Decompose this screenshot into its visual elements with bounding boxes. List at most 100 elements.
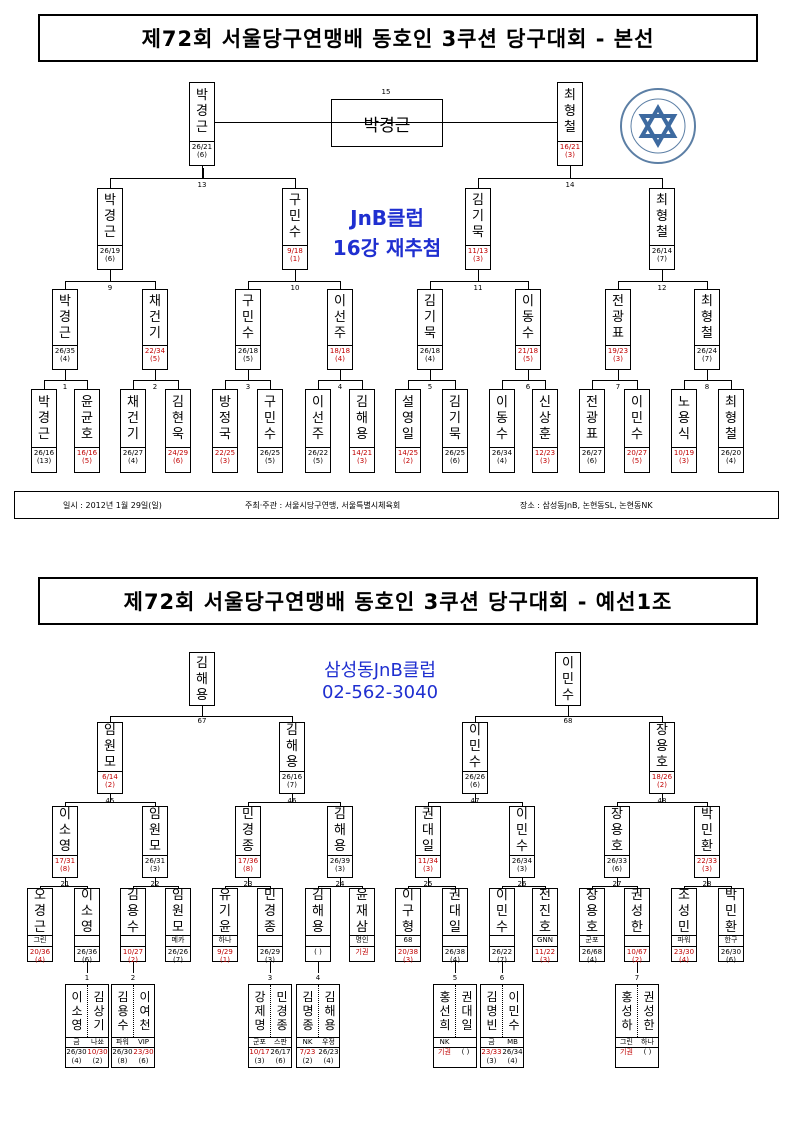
bracket-line [110,716,293,717]
player-name-char: 모 [104,755,116,770]
rank-value: (3) [486,1057,497,1065]
player-name-char: 철 [701,325,713,341]
prelim-title: 제72회 서울당구연맹배 동호인 3쿠션 당구대회 - 예선1조 [38,577,758,625]
bracket-line [662,716,663,726]
bracket-line [528,281,529,293]
rank-value: (2) [105,781,115,789]
player-name-char: 건 [127,410,139,426]
match-number: 11 [473,284,483,292]
bracket-line [618,281,619,293]
bracket-line [133,886,179,887]
score-value: 26/31 [144,857,166,865]
rank-value: (4) [679,956,689,964]
bracket-line [155,878,156,887]
player-score: 20/36(4) [28,946,52,964]
player-score: 19/23(3) [606,345,630,363]
info-venue: 장소 : 삼성동JnB, 논현동SL, 논현동NK [520,500,653,510]
player-name-char: 호 [611,839,623,854]
bracket-line [340,802,341,809]
player-name-char: 표 [612,325,624,341]
bracket-line [248,878,249,887]
match-number: 6 [499,974,505,982]
match-number: 25 [423,880,433,888]
player-name-char: 박 [196,88,208,103]
bracket-line [202,122,571,123]
player-name-char: 박 [104,193,116,208]
player-name-char: 김 [302,990,314,1004]
player-club: 파워 [116,1038,129,1046]
player-name-char: 종 [302,1018,314,1032]
score-value: 12/23 [534,449,556,457]
player-name-char: 호 [539,920,551,935]
player-score: 10/19(3) [672,447,696,465]
player-score: 24/29(6) [166,447,190,465]
score-value: 26/16 [281,773,303,781]
bracket-line [637,962,638,973]
player-name-char: 현 [172,410,184,426]
player-name-char: 민 [496,904,508,919]
rank-row [434,1057,476,1067]
score-value: 26/30 [720,948,742,956]
player-name-char: 수 [631,426,643,442]
bracket-line [225,380,226,393]
score-value: 26/25 [259,449,281,457]
player-name-char: 민 [678,920,690,935]
champion-box: 박경근 [331,99,443,147]
player-name-char: 이 [496,394,508,410]
player-score: 26/26(7) [166,946,190,964]
player-name-char: 민 [264,410,276,426]
player-score: 26/16(7) [280,771,304,789]
player-club: 한구 [719,935,743,946]
score-value: 10/67 [626,948,648,956]
score-value: 기권 [438,1048,451,1056]
score-value: 23/30 [133,1048,154,1056]
player-name-char: 표 [586,426,598,442]
player-name-char: 훈 [539,426,551,442]
rank-value: (5) [150,355,160,363]
score-value: 20/27 [626,449,648,457]
player-name-char: 해 [196,672,208,687]
player-name-char: 민 [469,739,481,754]
player-name-char: 경 [276,1004,288,1018]
player-club: 군포 [580,935,604,946]
rank-value: (4) [507,1057,518,1065]
score-value: 11/34 [417,857,439,865]
player-name-char: 수 [522,325,534,341]
player-name-char: 이 [139,990,151,1004]
match-number: 28 [702,880,712,888]
rank-row: (2)(4) [297,1057,339,1067]
player-name-char: 철 [564,120,576,135]
player-score: 16/16(5) [75,447,99,465]
player-name-char: 오 [34,888,46,903]
player-name-char: 김 [93,990,105,1004]
rank-row: (3)(6) [249,1057,291,1067]
player-score: 26/33(6) [605,855,629,873]
player-name-char: 김 [334,807,346,822]
player-name-char: 수 [289,225,301,240]
rank-row: (4)(2) [66,1057,108,1067]
player-score: 17/36(8) [236,855,260,873]
main-title: 제72회 서울당구연맹배 동호인 3쿠션 당구대회 - 본선 [38,14,758,62]
player-club: 명인 [350,935,374,946]
